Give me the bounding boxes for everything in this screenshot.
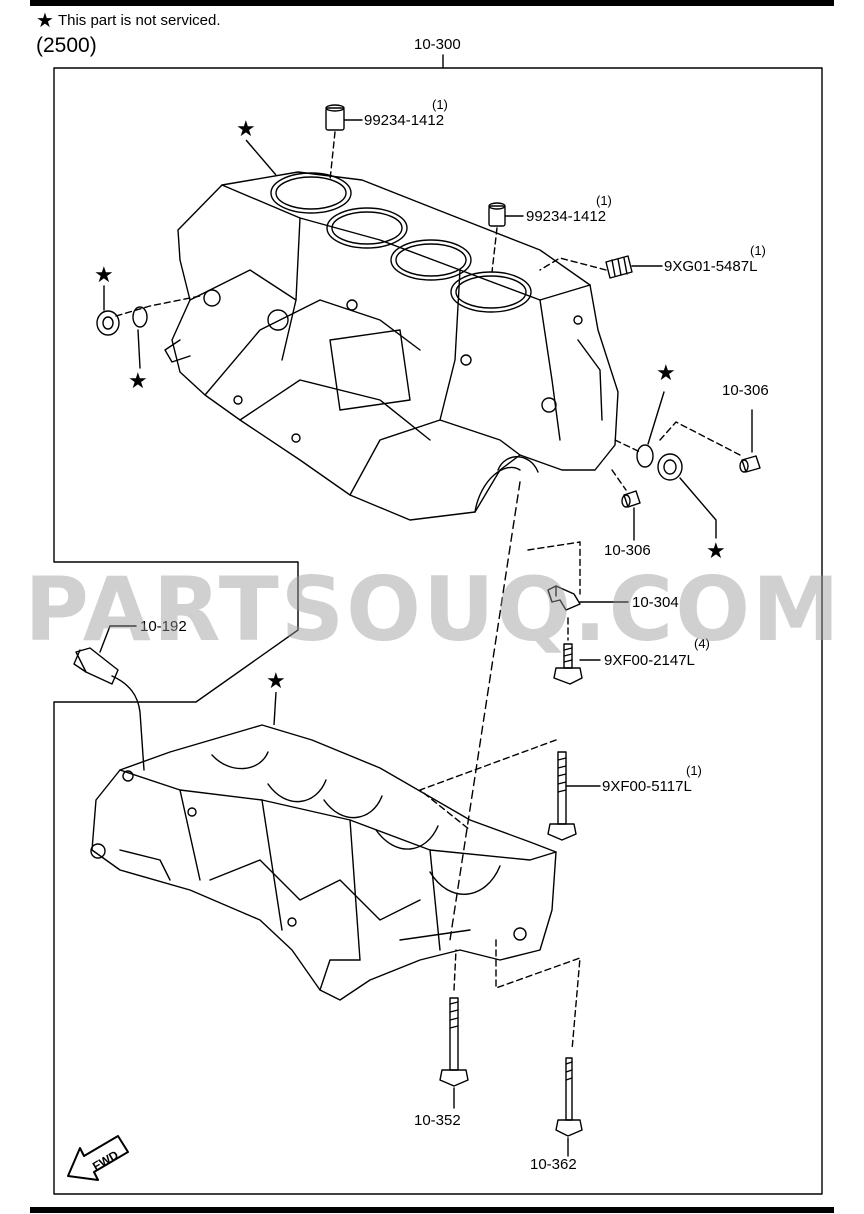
- bottom-rule: [30, 1207, 834, 1213]
- dowel-10-306-b-illustration: [621, 490, 641, 508]
- callout-99234-1412-b[interactable]: 99234-1412: [526, 208, 607, 225]
- callout-10-192[interactable]: 10-192: [140, 618, 187, 635]
- dowel-pin-b-illustration: [488, 202, 506, 227]
- callout-9xg01-5487l[interactable]: 9XG01-5487L: [664, 258, 758, 275]
- star-icon: ★: [128, 368, 148, 393]
- sensor-illustration: [73, 647, 145, 771]
- qty-9xf00-2147l: (4): [694, 636, 710, 651]
- right-oring-illustration: [636, 444, 654, 468]
- star-icon: ★: [36, 9, 54, 32]
- callout-99234-1412-a[interactable]: 99234-1412: [364, 112, 445, 129]
- top-rule: [30, 0, 834, 6]
- star-icon: ★: [266, 668, 286, 693]
- callout-9xf00-5117l[interactable]: 9XF00-5117L: [602, 778, 692, 795]
- bolt-short-illustration: [553, 643, 583, 685]
- star-icon: ★: [656, 360, 676, 385]
- callout-10-300[interactable]: 10-300: [414, 36, 461, 53]
- assembly-frame: [53, 67, 823, 1195]
- lower-crankcase-illustration: [90, 724, 557, 1001]
- star-icon: ★: [706, 538, 726, 563]
- fwd-arrow-icon: FWD: [67, 1135, 129, 1181]
- callout-10-362[interactable]: 10-362: [530, 1156, 577, 1173]
- right-cap-illustration: [657, 453, 683, 481]
- left-cap-illustration: [96, 310, 120, 336]
- group-code: (2500): [36, 34, 97, 57]
- callout-10-352[interactable]: 10-352: [414, 1112, 461, 1129]
- note-text: This part is not serviced.: [57, 12, 221, 29]
- left-oring-illustration: [132, 306, 148, 328]
- dowel-10-306-a-illustration: [739, 455, 761, 473]
- cylinder-block-illustration: [164, 171, 619, 521]
- qty-9xg01-5487l: (1): [750, 243, 766, 258]
- callout-10-306-b[interactable]: 10-306: [604, 542, 651, 559]
- bolt-long-illustration: [547, 751, 577, 841]
- stud-bolt-352-illustration: [439, 997, 469, 1087]
- header-note: ★ This part is not serviced.: [36, 9, 221, 32]
- stud-bolt-362-illustration: [555, 1057, 583, 1137]
- star-icon: ★: [236, 116, 256, 141]
- dowel-pin-a-illustration: [325, 104, 345, 131]
- plug-illustration: [605, 255, 633, 279]
- callout-10-304[interactable]: 10-304: [632, 594, 679, 611]
- qty-99234-1412-a: (1): [432, 97, 448, 112]
- qty-99234-1412-b: (1): [596, 193, 612, 208]
- qty-9xf00-5117l: (1): [686, 763, 702, 778]
- star-icon: ★: [94, 262, 114, 287]
- bracket-illustration: [547, 585, 581, 611]
- callout-10-306-a[interactable]: 10-306: [722, 382, 769, 399]
- callout-9xf00-2147l[interactable]: 9XF00-2147L: [604, 652, 695, 669]
